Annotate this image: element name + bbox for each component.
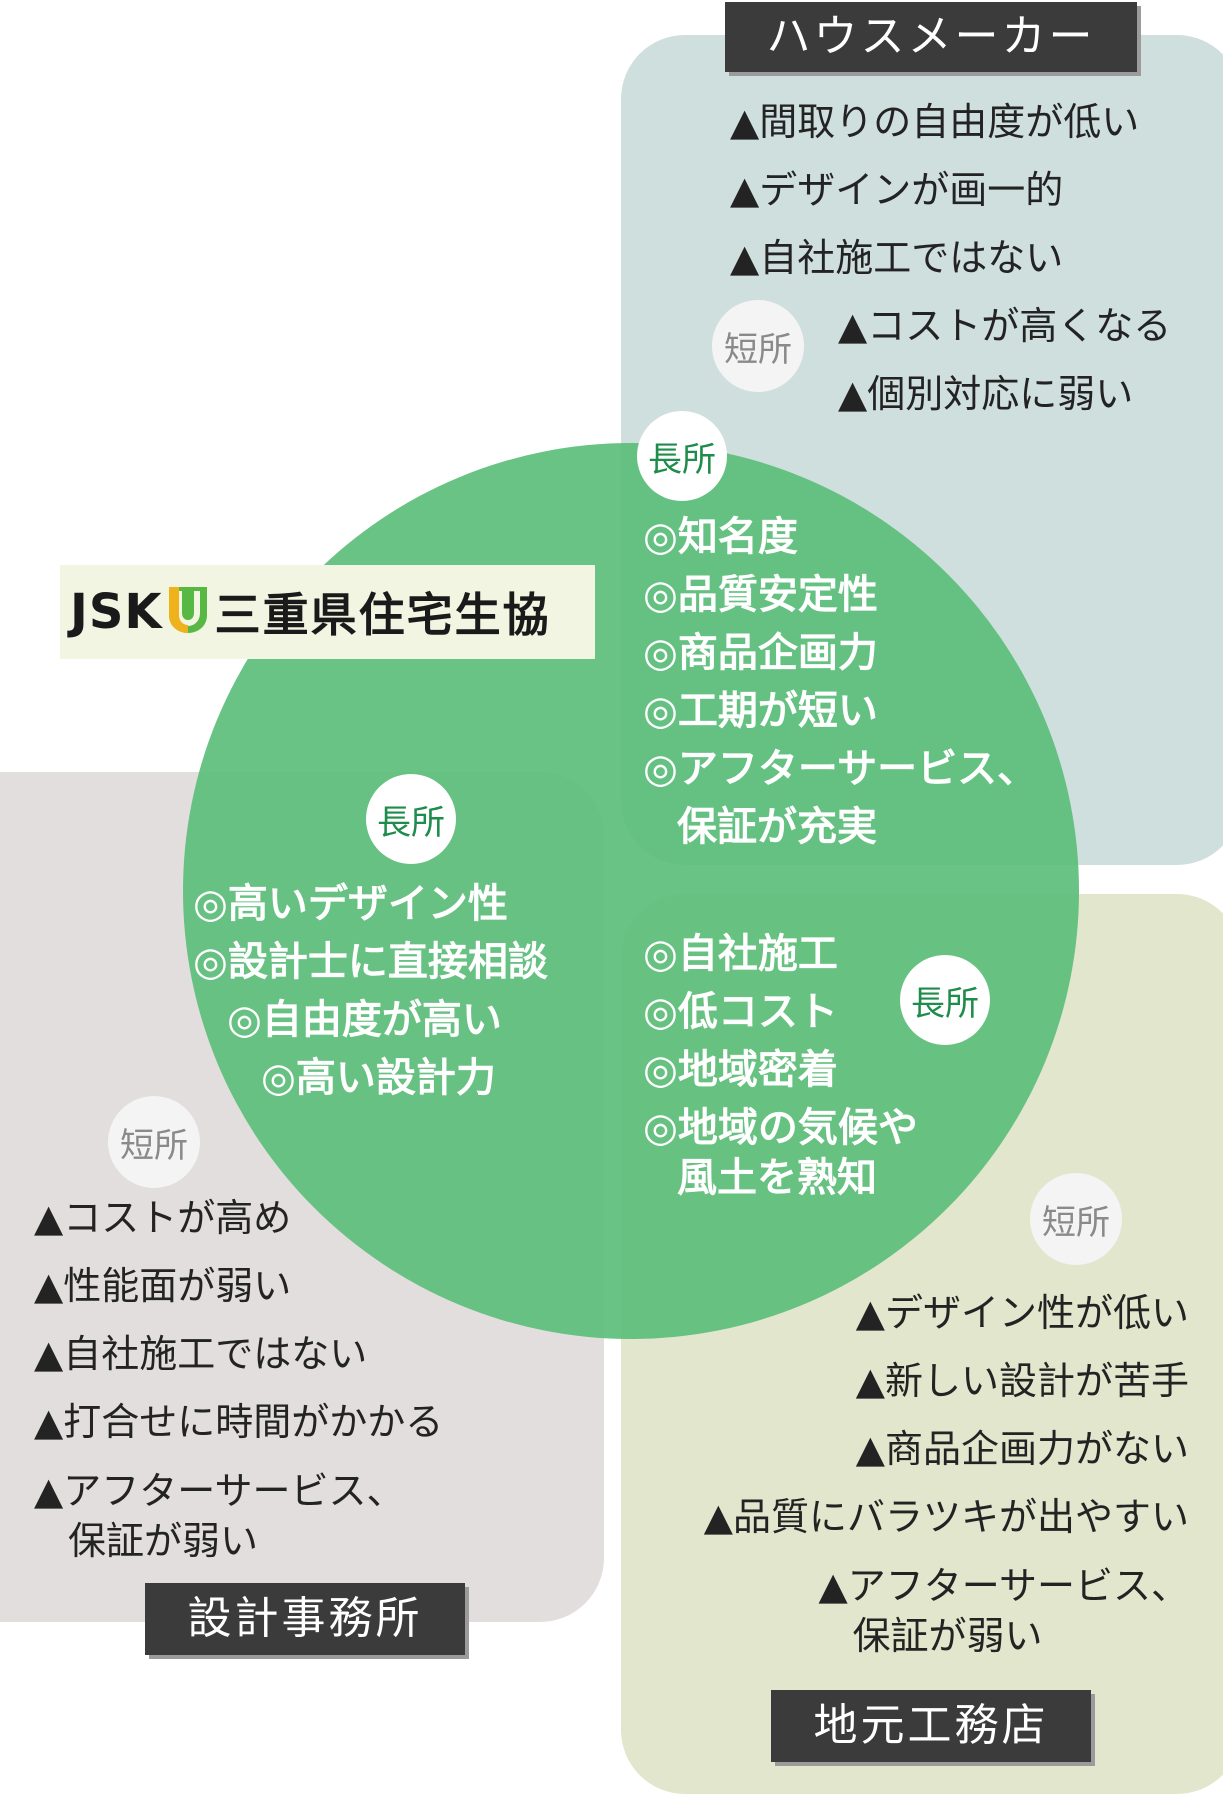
- list-item: ▲アフターサービス、 保証が弱い: [34, 1456, 443, 1566]
- list-item: ▲個別対応に弱い: [838, 372, 1134, 416]
- list-item: ▲打合せに時間がかかる: [34, 1400, 444, 1444]
- local-builder-strong-badge: 長所: [900, 955, 990, 1045]
- list-item-line: 保証が弱い: [852, 1614, 1043, 1658]
- list-item: ▲自社施工ではない: [34, 1332, 368, 1376]
- list-item: ◎高い設計力: [261, 1055, 496, 1101]
- list-item: ▲性能面が弱い: [34, 1264, 292, 1308]
- list-item: ◎知名度: [643, 514, 798, 560]
- house-maker-title: ハウスメーカー: [725, 2, 1137, 72]
- design-office-strength-list: ◎高いデザイン性 ◎設計士に直接相談 ◎自由度が高い ◎高い設計力: [193, 875, 613, 1107]
- list-item-line: ◎アフターサービス、: [643, 746, 1038, 792]
- local-builder-title: 地元工務店: [771, 1690, 1091, 1762]
- list-item: ◎アフターサービス、 保証が充実: [643, 740, 1037, 856]
- list-item: ▲コストが高め: [34, 1196, 292, 1240]
- logo-jsk-text: JSK: [70, 584, 163, 640]
- list-item: ◎設計士に直接相談: [193, 939, 548, 985]
- house-maker-weak-badge: 短所: [712, 300, 804, 392]
- local-builder-strength-list: ◎自社施工 ◎低コスト ◎地域密着 ◎地域の気候や 風土を熟知: [643, 925, 918, 1203]
- list-item: ◎自由度が高い: [227, 997, 502, 1043]
- list-item: ▲商品企画力がない: [855, 1427, 1189, 1471]
- list-item: ▲コストが高くなる: [838, 304, 1172, 348]
- local-builder-weakness-list: ▲デザイン性が低い ▲新しい設計が苦手 ▲商品企画力がない ▲品質にバラツキが出…: [664, 1279, 1189, 1661]
- list-item: ◎品質安定性: [643, 572, 878, 618]
- list-item: ▲デザイン性が低い: [855, 1291, 1189, 1335]
- list-item: ▲間取りの自由度が低い: [730, 100, 1140, 144]
- list-item: ◎低コスト: [643, 989, 838, 1035]
- list-item: ▲新しい設計が苦手: [855, 1359, 1189, 1403]
- list-item-line: ◎地域の気候や: [643, 1105, 918, 1151]
- design-office-title: 設計事務所: [145, 1583, 465, 1655]
- list-item: ▲アフターサービス、 保証が弱い: [664, 1551, 1189, 1661]
- list-item: ◎高いデザイン性: [193, 881, 508, 927]
- logo-name-text: 三重県住宅生協: [214, 588, 551, 642]
- list-item: ▲自社施工ではない: [730, 236, 1064, 280]
- list-item: ◎地域密着: [643, 1047, 838, 1093]
- list-item: ◎工期が短い: [643, 688, 878, 734]
- list-item: ◎地域の気候や 風土を熟知: [643, 1099, 918, 1203]
- house-maker-weakness-list: ▲間取りの自由度が低い ▲デザインが画一的 ▲自社施工ではない: [730, 88, 1139, 292]
- shield-icon: [167, 585, 209, 639]
- list-item-line: ▲アフターサービス、: [34, 1469, 405, 1513]
- design-office-strong-badge: 長所: [366, 774, 456, 864]
- list-item: ▲品質にバラツキが出やすい: [703, 1495, 1189, 1539]
- jsk-logo: JSK 三重県住宅生協: [60, 565, 595, 659]
- list-item-line: ▲アフターサービス、: [818, 1564, 1189, 1608]
- list-item-line: 保証が弱い: [68, 1519, 259, 1563]
- design-office-weak-badge: 短所: [108, 1096, 200, 1188]
- house-maker-strength-list: ◎知名度 ◎品質安定性 ◎商品企画力 ◎工期が短い ◎アフターサービス、 保証が…: [643, 508, 1037, 856]
- list-item: ◎商品企画力: [643, 630, 878, 676]
- list-item-line: 風土を熟知: [677, 1155, 877, 1201]
- list-item-line: 保証が充実: [677, 804, 877, 850]
- list-item: ▲デザインが画一的: [730, 168, 1064, 212]
- design-office-weakness-list: ▲コストが高め ▲性能面が弱い ▲自社施工ではない ▲打合せに時間がかかる ▲ア…: [34, 1184, 443, 1566]
- list-item: ◎自社施工: [643, 931, 838, 977]
- local-builder-weak-badge: 短所: [1030, 1173, 1122, 1265]
- house-maker-weakness-list-2: ▲コストが高くなる ▲個別対応に弱い: [838, 292, 1171, 428]
- house-maker-strong-badge: 長所: [637, 411, 727, 501]
